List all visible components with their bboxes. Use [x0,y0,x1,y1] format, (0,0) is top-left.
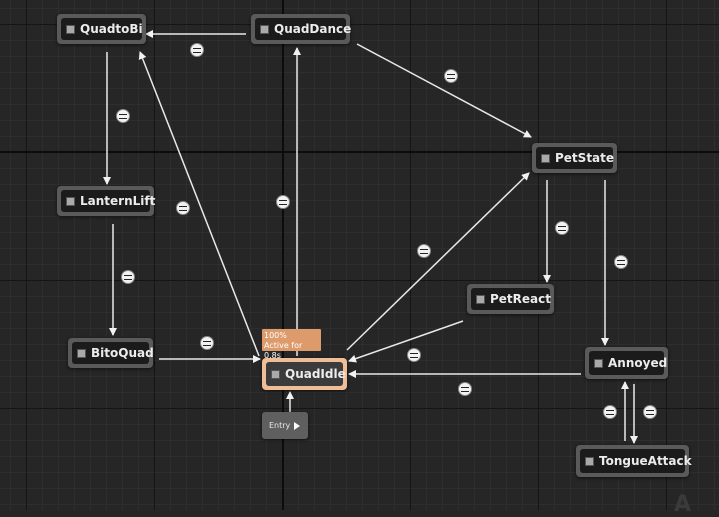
active-weight: 100% [264,331,287,340]
transition-rule-icon[interactable] [276,195,290,209]
transition-rule-icon[interactable] [643,405,657,419]
state-node-bitoquad[interactable]: BitoQuad [68,338,154,368]
state-label: PetReact [490,292,551,306]
state-label: QuadtoBi [80,22,143,36]
transition-rule-icon[interactable] [444,69,458,83]
graph-origin-horizontal-axis [0,151,719,153]
state-node-tongueattack[interactable]: TongueAttack [576,445,692,477]
state-label: Annoyed [608,356,668,370]
entry-label: Entry [269,421,291,430]
state-icon [66,24,75,34]
transition-quaddance-to-petstate[interactable] [356,43,532,138]
state-node-petstate[interactable]: PetState [532,143,617,173]
transition-rule-icon[interactable] [190,43,204,57]
active-state-status-overlay: 100% Active for 0.8s [262,329,321,360]
state-label: QuadDance [274,22,352,36]
state-label: LanternLift [80,194,156,208]
transition-quadidle-to-petstate[interactable] [346,172,530,351]
transition-rule-icon[interactable] [176,201,190,215]
transition-rule-icon[interactable] [121,270,135,284]
transition-rule-icon[interactable] [603,405,617,419]
state-icon [541,153,550,163]
state-label: QuadIdle [285,367,346,381]
state-node-quaddance[interactable]: QuadDance [251,14,352,44]
transition-petreact-to-quadidle[interactable] [348,320,464,363]
entry-node[interactable]: Entry [262,412,308,439]
state-node-quadtobi[interactable]: QuadtoBi [57,14,146,44]
transition-quadidle-to-quadtobi[interactable] [138,51,260,357]
state-label: PetState [555,151,615,165]
active-duration: Active for 0.8s [264,341,303,360]
state-icon [476,294,485,304]
state-icon [260,24,269,34]
transition-rule-icon[interactable] [555,221,569,235]
state-icon [585,456,594,466]
state-node-quadidle[interactable]: QuadIdle [262,358,347,390]
state-icon [594,358,603,368]
state-label: TongueAttack [599,454,692,468]
transition-rule-icon[interactable] [614,255,628,269]
transition-rule-icon[interactable] [407,348,421,362]
graph-origin-vertical-axis [282,0,284,510]
transition-rule-icon[interactable] [200,336,214,350]
state-label: BitoQuad [91,346,154,360]
state-node-lanternlift[interactable]: LanternLift [57,186,156,216]
state-icon [271,369,280,379]
play-arrow-icon [294,421,301,430]
state-node-annoyed[interactable]: Annoyed [585,347,668,379]
state-node-petreact[interactable]: PetReact [467,284,554,314]
state-icon [77,348,86,358]
watermark-text: A [674,492,692,517]
transition-rule-icon[interactable] [417,244,431,258]
transition-rule-icon[interactable] [458,382,472,396]
state-icon [66,196,75,206]
transition-rule-icon[interactable] [116,109,130,123]
